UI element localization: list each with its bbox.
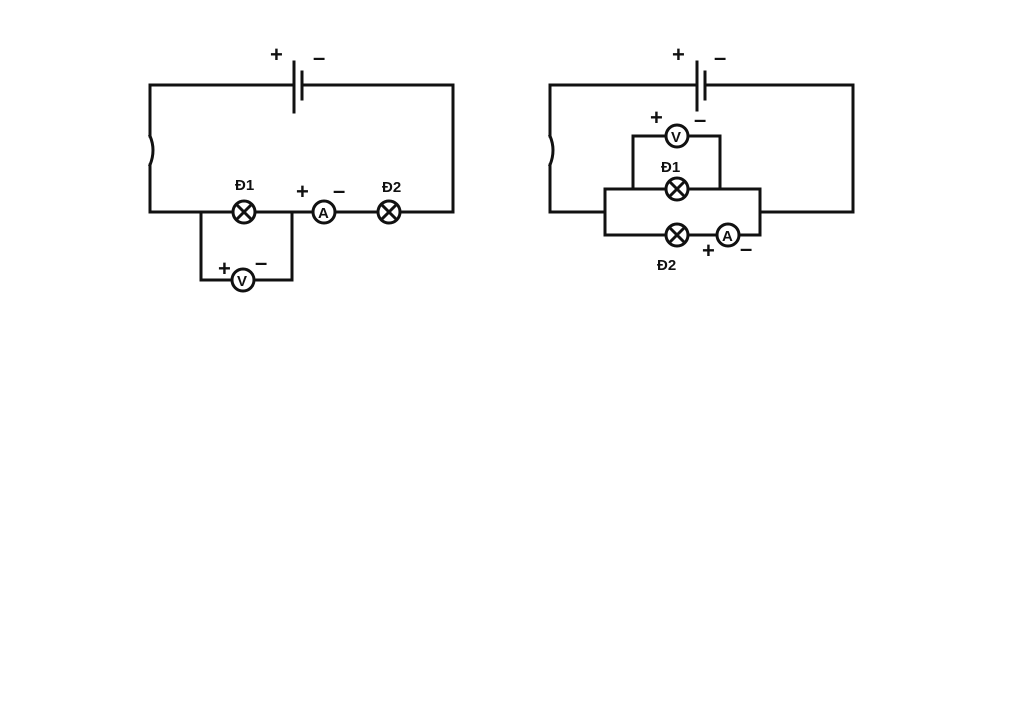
ammeter-parallel: A + –	[702, 222, 752, 263]
voltmeter-parallel-minus: –	[694, 107, 706, 132]
lamp-d1-parallel-label: Đ1	[661, 159, 680, 176]
voltmeter-letter: V	[237, 273, 247, 290]
ammeter-plus: +	[296, 179, 309, 204]
voltmeter-minus: –	[255, 250, 267, 275]
ammeter-parallel-plus: +	[702, 238, 715, 263]
battery-1-minus: –	[313, 45, 325, 70]
lamp-d2-series: Đ2	[376, 179, 402, 225]
voltmeter-parallel-letter: V	[671, 129, 681, 146]
lamp-d1-series: Đ1	[231, 177, 257, 225]
battery-1-plus: +	[270, 42, 283, 67]
voltmeter-parallel-plus: +	[650, 105, 663, 130]
ammeter-parallel-letter: A	[722, 228, 733, 245]
lamp-d1-parallel: Đ1	[661, 159, 690, 202]
parallel-branches	[603, 187, 762, 237]
battery-2-plus: +	[672, 42, 685, 67]
switch-1	[148, 134, 155, 167]
voltmeter-plus: +	[218, 256, 231, 281]
battery-2: + –	[672, 42, 726, 112]
ammeter-parallel-minus: –	[740, 236, 752, 261]
switch-2	[548, 134, 555, 167]
ammeter-minus: –	[333, 178, 345, 203]
voltmeter-series: V + –	[199, 210, 294, 293]
battery-2-minus: –	[714, 45, 726, 70]
lamp-d1-label: Đ1	[235, 177, 254, 194]
ammeter-letter: A	[318, 205, 329, 222]
parallel-wires	[548, 83, 855, 214]
circuit-parallel: + – Đ1 V + – Đ2 A	[548, 42, 855, 274]
lamp-d2-label: Đ2	[382, 179, 401, 196]
lamp-d2-parallel-label: Đ2	[657, 257, 676, 274]
battery-1: + –	[270, 42, 325, 114]
circuit-series: + – Đ1 A + – Đ2 V +	[148, 42, 455, 293]
series-wires	[148, 83, 455, 214]
lamp-d2-parallel: Đ2	[657, 222, 690, 274]
ammeter-series: A + –	[296, 178, 345, 225]
voltmeter-parallel: V + –	[631, 105, 722, 191]
